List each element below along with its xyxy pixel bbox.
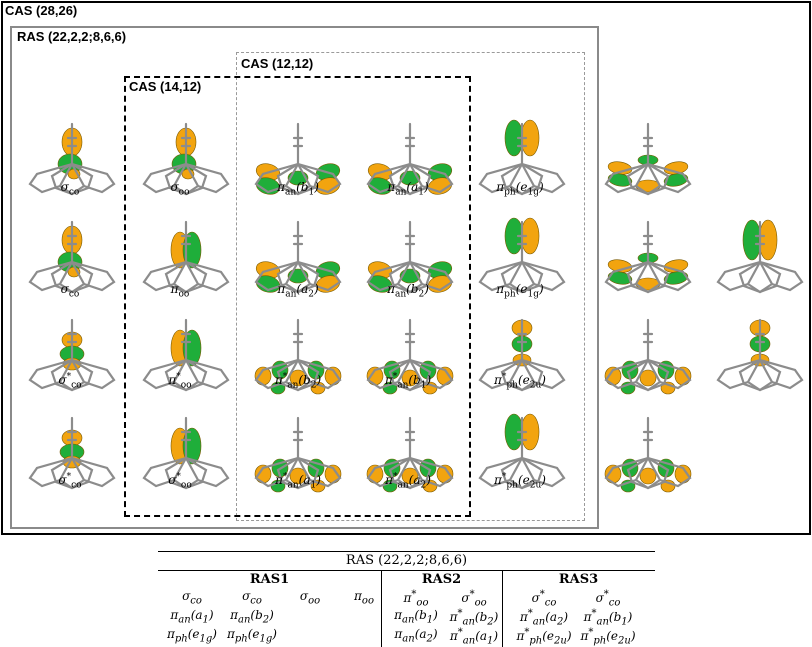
orbital-label-r0-c0: σco: [60, 180, 80, 198]
ras2-cell-1-1: π*an(b2): [449, 608, 499, 628]
orbital-image-r1-c3: [360, 200, 460, 300]
orbital-label-r1-c3: πan(b2): [387, 282, 429, 300]
orbital-label-r0-c1: σoo: [170, 180, 190, 198]
orbital-image-r2-c6: [710, 298, 810, 398]
table-top-rule: [158, 551, 655, 552]
orbital-image-r3-c5: [598, 396, 698, 496]
orbital-label-r3-c3: π*an(a2): [385, 472, 431, 491]
ras3-cell-2-0: π*ph(e2u): [516, 627, 572, 647]
table-mid-rule: [158, 570, 655, 571]
orbital-label-r0-c3: πan(a1): [387, 180, 429, 198]
orbital-image-r3-c3: [360, 396, 460, 496]
orbital-label-r0-c2: πan(b1): [277, 180, 319, 198]
orbital-label-r1-c0: σco: [60, 282, 80, 300]
table-title: RAS (22,2,2;8,6,6): [345, 553, 468, 568]
table-divider-1: [381, 570, 382, 647]
ras1-cell-1-1: πan(b2): [230, 608, 274, 626]
orbital-image-r1-c5: [598, 200, 698, 300]
orbital-image-r2-c1: [136, 298, 236, 398]
orbital-image-r3-c4: [472, 396, 572, 496]
orbital-image-r0-c3: [360, 102, 460, 202]
orbital-label-r2-c4: π*ph(e2u): [494, 372, 546, 391]
orbital-image-r2-c0: [22, 298, 122, 398]
orbital-label-r3-c1: σ*oo: [168, 472, 192, 491]
orbital-label-r0-c4: πph(e1g): [496, 180, 544, 198]
ras3-cell-1-0: π*an(a2): [519, 608, 569, 628]
ras3-cell-2-1: π*ph(e2u): [580, 627, 636, 647]
cas-12-12-label: CAS (12,12): [239, 56, 316, 71]
orbital-image-r2-c2: [248, 298, 348, 398]
orbital-label-r2-c2: π*an(b2): [274, 372, 322, 391]
ras3-cell-0-1: σ*co: [595, 589, 621, 609]
orbital-label-r2-c0: σ*co: [58, 372, 82, 391]
ras1-cell-2-0: πph(e1g): [167, 627, 217, 645]
orbital-image-r1-c2: [248, 200, 348, 300]
orbital-image-r0-c1: [136, 102, 236, 202]
orbital-label-r1-c4: πph(e1g): [496, 282, 544, 300]
ras1-cell-2-1: πph(e1g): [227, 627, 277, 645]
ras-frame: [10, 26, 599, 529]
ras2-cell-0-1: σ*oo: [461, 589, 487, 609]
ras1-cell-0-1: σco: [242, 589, 262, 607]
table-divider-2: [502, 570, 503, 647]
ras3-cell-0-0: σ*co: [531, 589, 557, 609]
orbital-image-r2-c3: [360, 298, 460, 398]
header-ras1: RAS1: [249, 572, 290, 587]
ras3-cell-1-1: π*an(b1): [583, 608, 633, 628]
orbital-label-r2-c3: π*an(b1): [384, 372, 432, 391]
cas-28-26-frame: [1, 1, 811, 535]
header-ras3: RAS3: [558, 572, 599, 587]
ras1-cell-1-0: πan(a1): [170, 608, 214, 626]
ras2-cell-0-0: π*oo: [403, 589, 429, 609]
orbital-label-r2-c1: π*oo: [168, 372, 192, 391]
orbital-label-r3-c0: σ*co: [58, 472, 82, 491]
orbital-image-r3-c1: [136, 396, 236, 496]
orbital-image-r2-c5: [598, 298, 698, 398]
orbital-image-r3-c2: [248, 396, 348, 496]
ras2-cell-2-0: πan(a2): [394, 627, 438, 645]
ras2-cell-1-0: πan(b1): [394, 608, 438, 626]
ras-label: RAS (22,2,2;8,6,6): [15, 29, 129, 44]
cas-28-26-label: CAS (28,26): [3, 3, 80, 18]
orbital-image-r0-c5: [598, 102, 698, 202]
orbital-label-r1-c1: πoo: [170, 282, 190, 300]
orbital-image-r1-c6: [710, 200, 810, 300]
cas-14-12-label: CAS (14,12): [127, 79, 204, 94]
ras2-cell-2-1: π*an(a1): [449, 627, 499, 647]
orbital-label-r3-c4: π*ph(e2u): [494, 472, 546, 491]
cas-12-12-frame: [236, 52, 585, 521]
orbital-image-r0-c2: [248, 102, 348, 202]
orbital-image-r1-c4: [472, 200, 572, 300]
orbital-image-r3-c0: [22, 396, 122, 496]
ras1-cell-0-0: σco: [182, 589, 202, 607]
orbital-label-r1-c2: πan(a2): [277, 282, 319, 300]
orbital-image-r1-c0: [22, 200, 122, 300]
orbital-image-r0-c4: [472, 102, 572, 202]
orbital-image-r1-c1: [136, 200, 236, 300]
orbital-label-r3-c2: π*an(a1): [275, 472, 321, 491]
header-ras2: RAS2: [421, 572, 462, 587]
orbital-image-r2-c4: [472, 298, 572, 398]
orbital-image-r0-c0: [22, 102, 122, 202]
ras1-cell-0-2: σoo: [299, 589, 321, 607]
cas-14-12-frame: [124, 76, 471, 517]
ras1-cell-0-3: πoo: [354, 589, 374, 607]
